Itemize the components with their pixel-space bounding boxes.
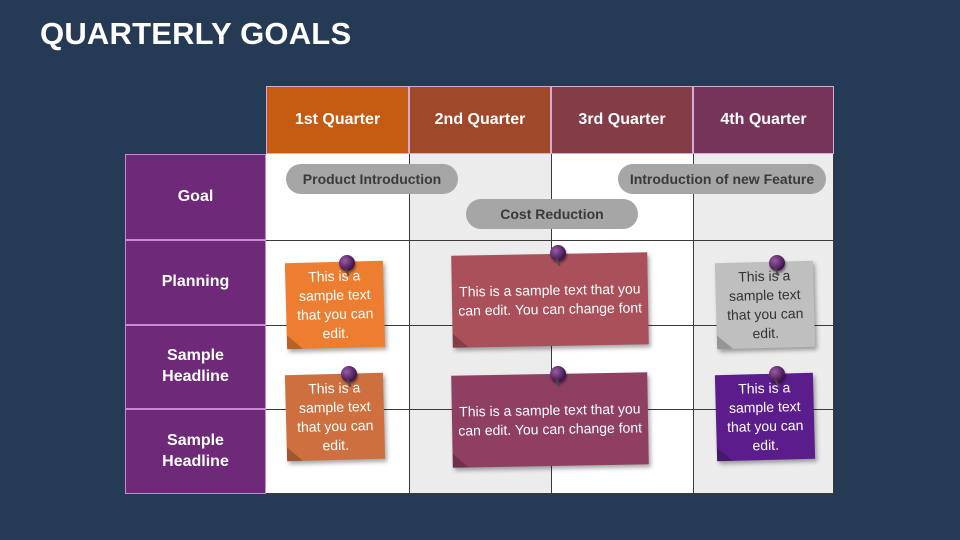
sticky-note-planning-q4: This is a sample text that you can edit. bbox=[714, 260, 816, 350]
note-text: This is a sample text that you can edit.… bbox=[458, 280, 643, 319]
pushpin-icon bbox=[769, 366, 785, 382]
sticky-note-headline-q2-q3: This is a sample text that you can edit.… bbox=[451, 372, 649, 468]
pushpin-icon bbox=[550, 366, 566, 382]
pushpin-icon bbox=[341, 366, 357, 382]
note-text: This is a sample text that you can edit. bbox=[726, 267, 804, 342]
pushpin-icon bbox=[769, 255, 785, 271]
note-text: This is a sample text that you can edit.… bbox=[458, 400, 643, 439]
note-text: This is a sample text that you can edit. bbox=[726, 379, 804, 454]
note-text: This is a sample text that you can edit. bbox=[296, 267, 374, 342]
note-text: This is a sample text that you can edit. bbox=[296, 379, 374, 454]
quarter-header-2: 2nd Quarter bbox=[409, 86, 551, 154]
sticky-note-headline-q1: This is a sample text that you can edit. bbox=[284, 372, 386, 462]
goal-new-feature: Introduction of new Feature bbox=[618, 164, 826, 194]
sticky-note-planning-q1: This is a sample text that you can edit. bbox=[284, 260, 386, 350]
pushpin-icon bbox=[339, 255, 355, 271]
row-header-headline-1: Sample Headline bbox=[125, 325, 266, 409]
quarter-header-4: 4th Quarter bbox=[693, 86, 834, 154]
row-header-planning: Planning bbox=[125, 240, 266, 325]
page-title: QUARTERLY GOALS bbox=[40, 16, 352, 51]
row-header-goal: Goal bbox=[125, 154, 266, 240]
quarter-header-3: 3rd Quarter bbox=[551, 86, 693, 154]
quarter-header-1: 1st Quarter bbox=[266, 86, 409, 154]
goal-product-introduction: Product Introduction bbox=[286, 164, 458, 194]
pushpin-icon bbox=[550, 245, 566, 261]
sticky-note-headline-q4: This is a sample text that you can edit. bbox=[714, 372, 816, 462]
sticky-note-planning-q2-q3: This is a sample text that you can edit.… bbox=[451, 252, 649, 348]
goal-cost-reduction: Cost Reduction bbox=[466, 199, 638, 229]
row-header-headline-2: Sample Headline bbox=[125, 409, 266, 494]
